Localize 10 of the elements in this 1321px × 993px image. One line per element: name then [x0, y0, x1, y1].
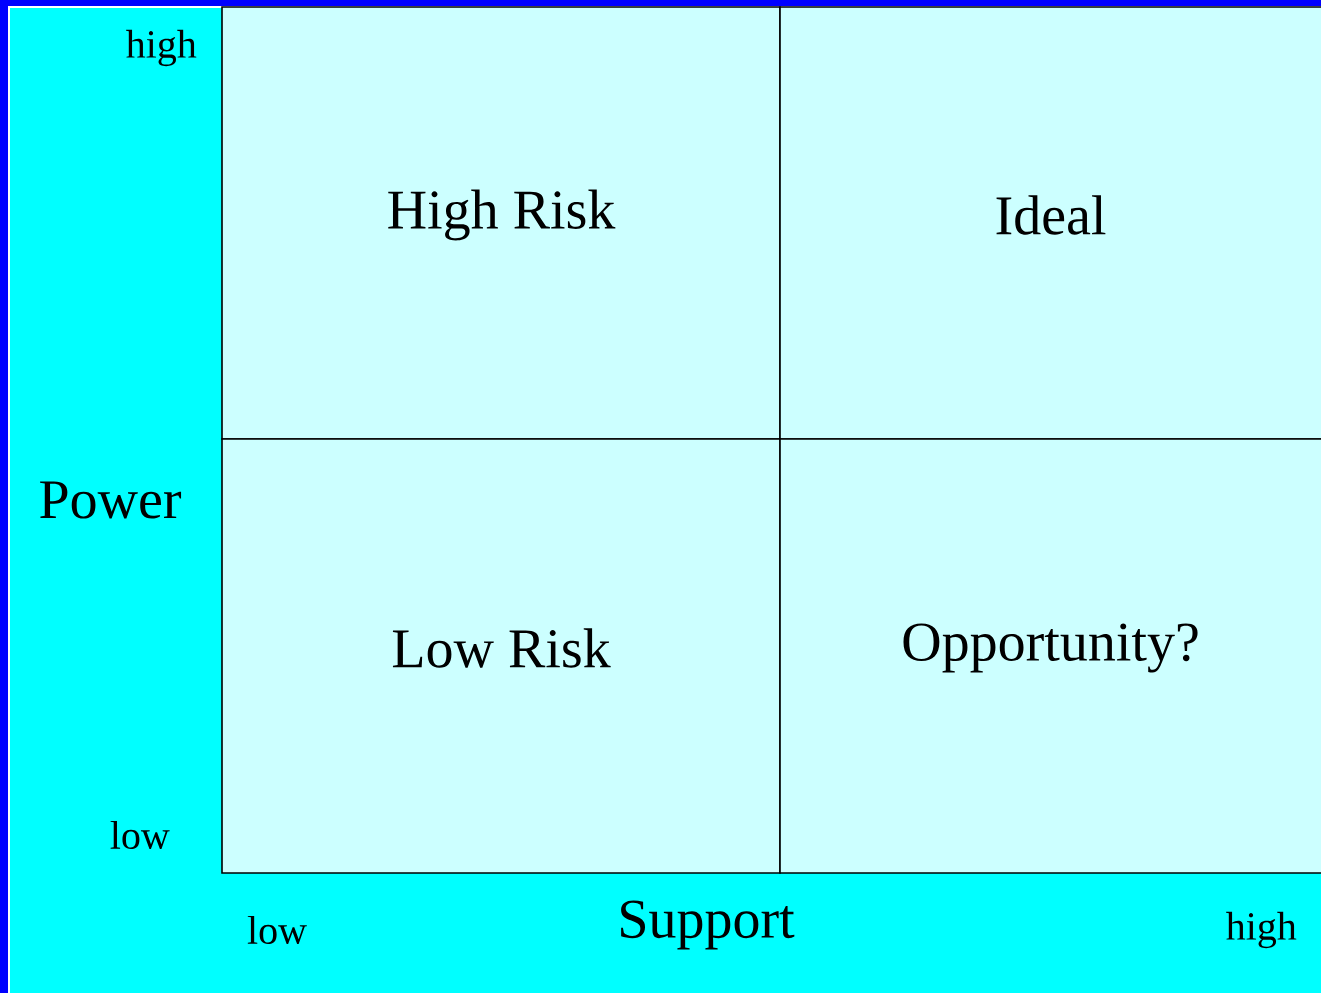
quadrant-cell: Low Risk	[221, 438, 781, 874]
axis-tick-label: low	[247, 915, 307, 945]
quadrant-cell: High Risk	[221, 6, 781, 440]
quadrant-cell: Ideal	[779, 6, 1321, 440]
node-label: Ideal	[996, 195, 1106, 235]
quadrant-cell: Opportunity?	[779, 438, 1321, 874]
axis-title: Power	[40, 481, 182, 519]
axis-tick-label: low	[110, 820, 170, 850]
axis-tick-label: high	[1226, 911, 1297, 949]
axis-title: Support	[621, 900, 795, 950]
